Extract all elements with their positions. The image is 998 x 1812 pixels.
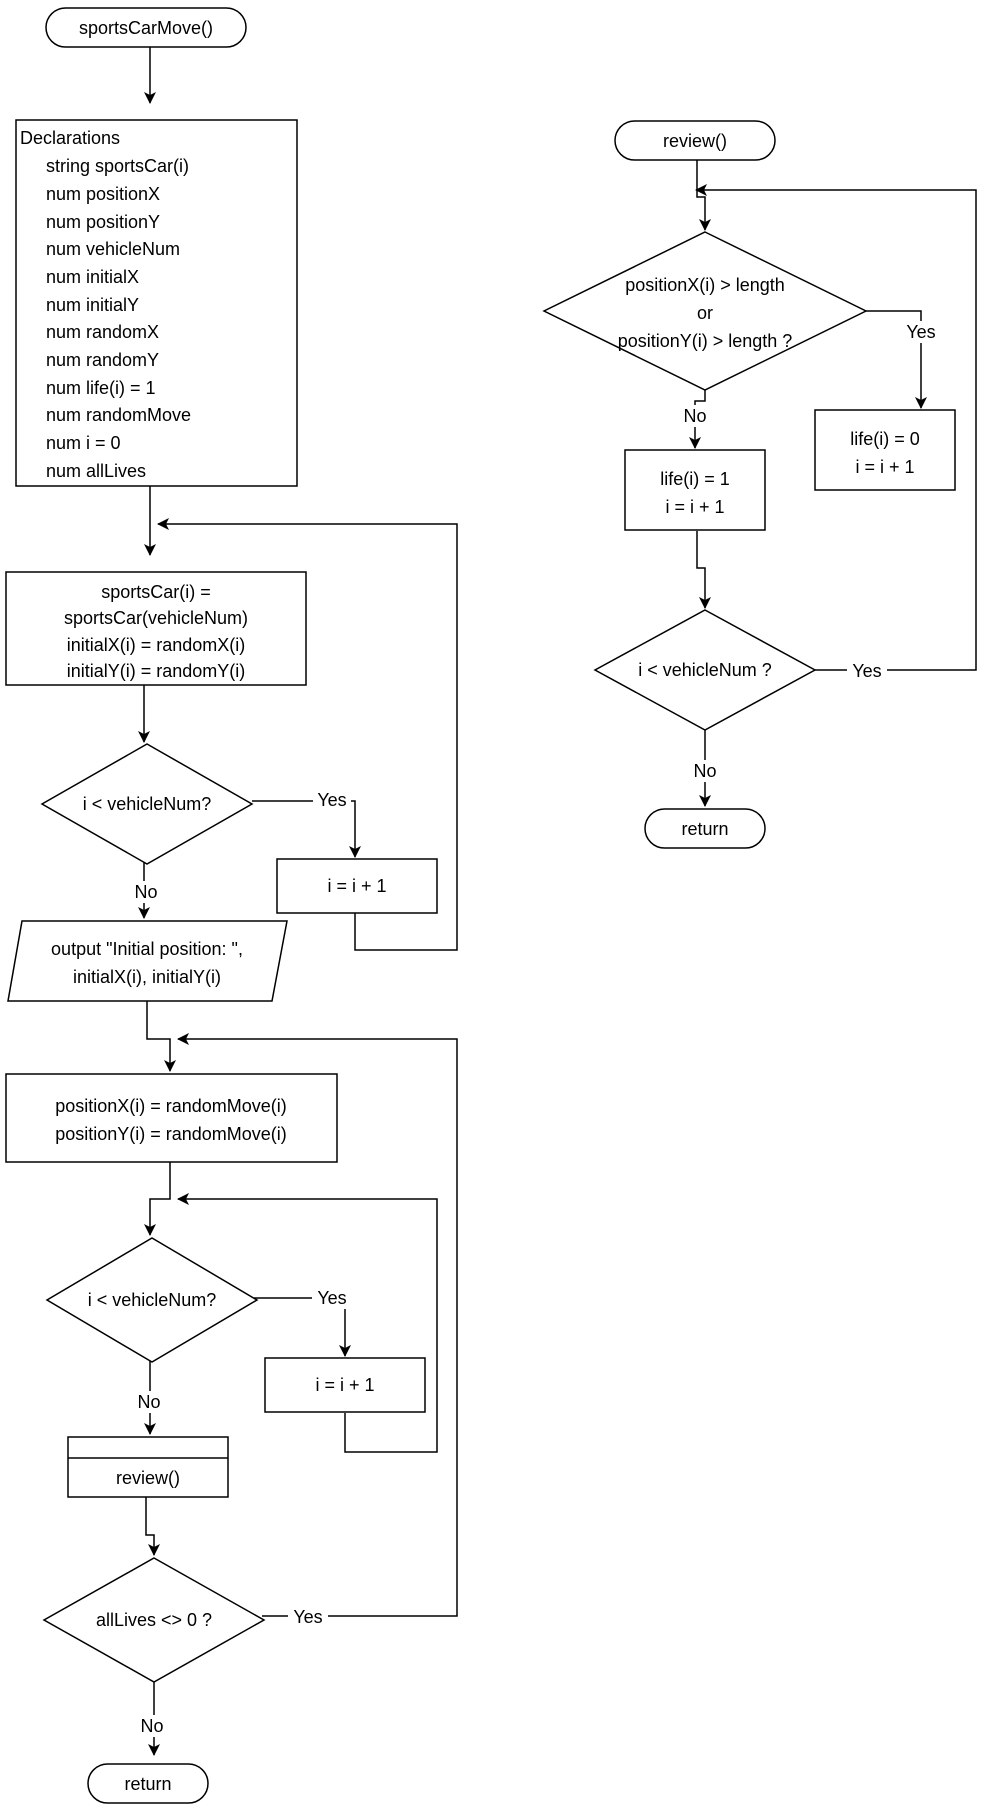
no-label: No [140, 1716, 163, 1736]
declaration-item: num life(i) = 1 [46, 378, 156, 398]
declaration-item: num initialX [46, 267, 139, 287]
increment-label: i = i + 1 [315, 1375, 374, 1395]
declaration-item: num randomMove [46, 405, 191, 425]
flow1-decision-alllives: allLives <> 0 ? [42, 1557, 266, 1683]
life-one-line: life(i) = 1 [660, 469, 730, 489]
flow1-init-process: sportsCar(i) = sportsCar(vehicleNum) ini… [5, 571, 307, 686]
call-label: review() [116, 1468, 180, 1488]
declaration-item: num vehicleNum [46, 239, 180, 259]
yes-label: Yes [852, 661, 881, 681]
yes-label: Yes [293, 1607, 322, 1627]
flow1-decision-loop1: i < vehicleNum? [40, 743, 254, 865]
no-label: No [683, 406, 706, 426]
declaration-item: num randomY [46, 350, 159, 370]
flow2-start-terminal: review() [614, 120, 776, 161]
decision-label: i < vehicleNum? [83, 794, 212, 814]
flow1-move-process: positionX(i) = randomMove(i) positionY(i… [5, 1073, 338, 1163]
flow1-decision-loop2: i < vehicleNum? [45, 1237, 259, 1363]
declaration-item: num positionX [46, 184, 160, 204]
flow2-start-label: review() [663, 131, 727, 151]
end-label: return [681, 819, 728, 839]
flow2-life-one-process: life(i) = 1 i = i + 1 [624, 449, 766, 531]
flow1-start-label: sportsCarMove() [79, 18, 213, 38]
increment-label: i = i + 1 [327, 876, 386, 896]
declaration-item: string sportsCar(i) [46, 156, 189, 176]
yes-label: Yes [317, 1288, 346, 1308]
declaration-item: num initialY [46, 295, 139, 315]
flow2-decision-loop: i < vehicleNum ? [593, 609, 817, 731]
life-zero-line: life(i) = 0 [850, 429, 920, 449]
flow1-start-terminal: sportsCarMove() [45, 7, 247, 48]
init-line: sportsCar(vehicleNum) [64, 608, 248, 628]
bounds-line: positionX(i) > length [625, 275, 785, 295]
yes-label: Yes [317, 790, 346, 810]
no-label: No [693, 761, 716, 781]
flow1-edge-labels: Yes No Yes No Yes No [130, 789, 352, 1737]
output-line: output "Initial position: ", [51, 939, 243, 959]
flow2-life-zero-process: life(i) = 0 i = i + 1 [814, 409, 956, 491]
flow1-increment-1: i = i + 1 [276, 858, 438, 914]
output-line: initialX(i), initialY(i) [73, 967, 221, 987]
decision-label: allLives <> 0 ? [96, 1610, 212, 1630]
flow1-review-call: review() [67, 1436, 229, 1498]
bounds-line: or [697, 303, 713, 323]
bounds-line: positionY(i) > length ? [618, 331, 793, 351]
declaration-item: num i = 0 [46, 433, 121, 453]
no-label: No [137, 1392, 160, 1412]
life-one-line: i = i + 1 [665, 497, 724, 517]
init-line: initialY(i) = randomY(i) [67, 661, 246, 681]
declaration-item: num randomX [46, 322, 159, 342]
yes-label: Yes [906, 322, 935, 342]
declaration-item: num positionY [46, 212, 160, 232]
no-label: No [134, 882, 157, 902]
end-label: return [124, 1774, 171, 1794]
decision-label: i < vehicleNum? [88, 1290, 217, 1310]
flow1-declarations-box: Declarations string sportsCar(i) num pos… [15, 119, 298, 487]
move-line: positionY(i) = randomMove(i) [55, 1124, 287, 1144]
flow1-end-terminal: return [87, 1763, 209, 1804]
declaration-item: num allLives [46, 461, 146, 481]
flow1-increment-2: i = i + 1 [264, 1357, 426, 1413]
life-zero-line: i = i + 1 [855, 457, 914, 477]
init-line: sportsCar(i) = [101, 582, 211, 602]
declarations-title: Declarations [20, 128, 120, 148]
flow2-edges [689, 160, 977, 807]
flow2-decision-bounds: positionX(i) > length or positionY(i) > … [542, 231, 868, 391]
move-line: positionX(i) = randomMove(i) [55, 1096, 287, 1116]
flow1-output-io: output "Initial position: ", initialX(i)… [7, 920, 288, 1002]
decision-label: i < vehicleNum ? [638, 660, 772, 680]
flow2-edge-labels: Yes No Yes No [679, 321, 941, 782]
flow2-end-terminal: return [644, 808, 766, 849]
init-line: initialX(i) = randomX(i) [67, 635, 246, 655]
